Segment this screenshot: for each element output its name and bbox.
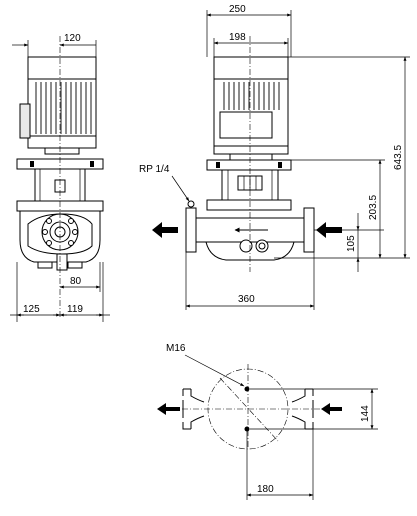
bolt-callout: M16 [166, 343, 245, 387]
side-dim-foot-height-text: 105 [346, 235, 357, 252]
front-motor [19, 56, 97, 155]
side-dim-motor-width: 198 [213, 32, 289, 57]
base-outlet-arrow [321, 403, 342, 415]
side-dim-port-to-port: 360 [185, 252, 315, 310]
side-dim-motor-width-text: 198 [229, 32, 246, 43]
base-view: M16 144 180 [157, 343, 378, 500]
side-dim-total-height: 643.5 [393, 56, 407, 259]
side-motor [213, 56, 289, 161]
base-dim-bolt-spacing-x: 180 [246, 429, 314, 500]
front-dim-right-half-text: 119 [67, 304, 83, 315]
front-view: 120 80 125 119 [10, 33, 110, 322]
bolt-label: M16 [166, 343, 186, 354]
side-dim-overall-width: 250 [206, 4, 292, 57]
front-dim-outlet-offset-text: 80 [70, 276, 82, 287]
front-dim-halves: 125 119 [10, 262, 110, 322]
front-dim-motor-width-text: 120 [64, 33, 81, 44]
side-dim-overall-width-text: 250 [229, 4, 246, 15]
side-dim-port-height-text: 203.5 [368, 195, 379, 220]
side-dim-total-height-text: 643.5 [393, 145, 404, 170]
side-coupling [206, 159, 292, 211]
bolt-hole-top [244, 386, 250, 392]
front-dim-motor-width: 120 [12, 33, 97, 57]
vent-plug-label: RP 1/4 [139, 164, 170, 175]
base-dim-bolt-spacing-y-text: 144 [360, 405, 371, 422]
side-dim-port-height: 203.5 [368, 159, 382, 259]
side-dim-foot-height: 105 [346, 213, 360, 272]
inlet-flow-arrow [152, 222, 178, 238]
front-dim-left-half-text: 125 [23, 304, 40, 315]
side-dim-port-to-port-text: 360 [238, 294, 255, 305]
base-dim-bolt-spacing-y: 144 [250, 388, 378, 430]
base-dim-bolt-spacing-x-text: 180 [257, 484, 274, 495]
vent-plug-callout: RP 1/4 [139, 164, 190, 202]
base-inlet-arrow [157, 403, 180, 415]
side-view: RP 1/4 250 198 643.5 203.5 [139, 4, 410, 310]
front-dim-outlet-offset: 80 [59, 262, 101, 292]
